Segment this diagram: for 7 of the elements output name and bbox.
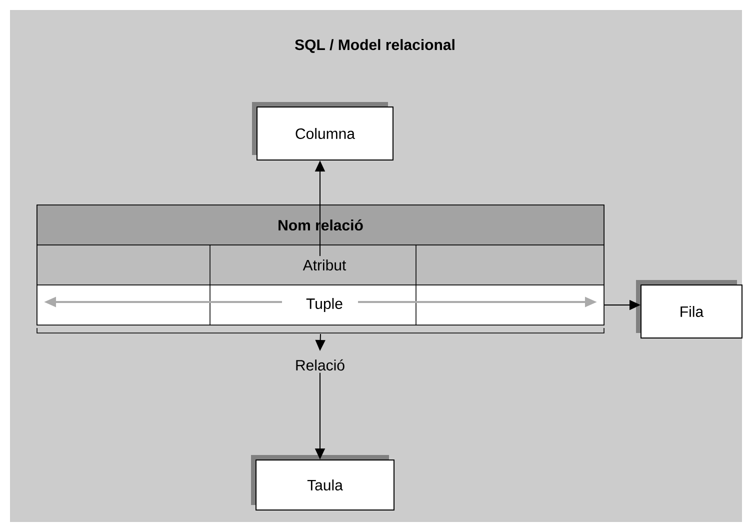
table-row: Tuple bbox=[36, 284, 604, 326]
table-row: Atribut bbox=[36, 244, 604, 286]
bare-label: Relació bbox=[296, 359, 344, 371]
label-box: Columna bbox=[252, 102, 394, 160]
label-box: Taula bbox=[251, 454, 394, 510]
label-box: Fila bbox=[636, 280, 742, 338]
title: SQL / Model relacional bbox=[295, 39, 454, 53]
